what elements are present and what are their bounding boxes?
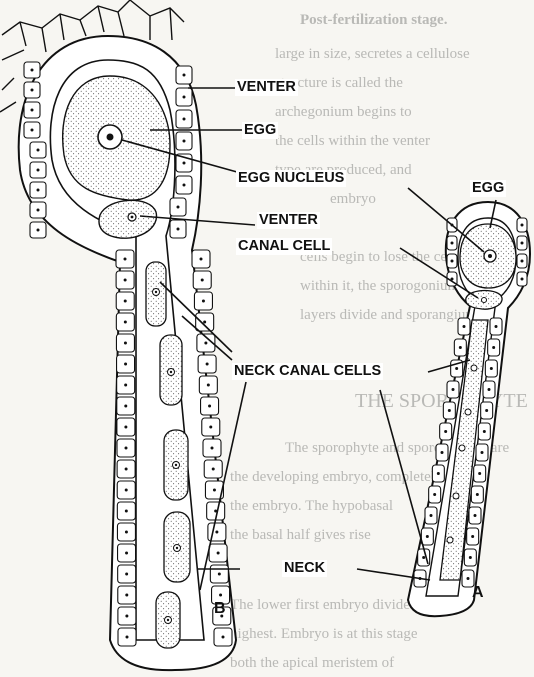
cell-nucleus [209, 426, 212, 429]
cell-nucleus [37, 229, 40, 232]
label-neck: NECK [282, 560, 327, 577]
cell-nucleus [124, 300, 127, 303]
cell-nucleus [212, 468, 215, 471]
cell-nucleus [471, 535, 474, 538]
cell-nucleus [125, 510, 128, 513]
cell-nucleus [444, 430, 447, 433]
cell-nucleus [201, 279, 204, 282]
cell-nucleus [459, 346, 462, 349]
cell-nucleus [125, 531, 128, 534]
cell-nucleus [490, 367, 493, 370]
cell-nucleus [492, 346, 495, 349]
cell-nucleus [200, 258, 203, 261]
cell-nucleus [124, 342, 127, 345]
cell-nucleus [433, 493, 436, 496]
cell-nucleus [488, 388, 491, 391]
cell-nucleus [183, 96, 186, 99]
cell-nucleus [451, 242, 454, 245]
cell-nucleus [125, 552, 128, 555]
label-venter-canal-line2: CANAL CELL [236, 238, 332, 255]
label-figure-a: A [472, 584, 484, 602]
cell-nucleus [476, 493, 479, 496]
cell-nucleus [202, 300, 205, 303]
cell-nucleus [183, 140, 186, 143]
cell-nucleus [521, 278, 524, 281]
label-egg-b: EGG [242, 122, 278, 139]
cell-nucleus [437, 472, 440, 475]
label-venter: VENTER [235, 79, 298, 96]
cell-nucleus [211, 447, 214, 450]
label-egg-nucleus: EGG NUCLEUS [236, 170, 346, 187]
cell-nucleus [204, 342, 207, 345]
cell-nucleus [177, 228, 180, 231]
cell-nucleus [183, 74, 186, 77]
cell-nucleus [521, 242, 524, 245]
cell-nucleus [219, 594, 222, 597]
cell-nucleus [478, 472, 481, 475]
cell-nucleus [125, 573, 128, 576]
cell-nucleus [217, 552, 220, 555]
label-egg-a: EGG [470, 180, 506, 197]
cell-nucleus [37, 209, 40, 212]
cell-nucleus [463, 325, 466, 328]
cell-nucleus [125, 489, 128, 492]
cell-nucleus [451, 260, 454, 263]
cell-nucleus [31, 69, 34, 72]
cell-nucleus [213, 489, 216, 492]
label-venter-canal-line1: VENTER [257, 212, 320, 229]
cell-nucleus [125, 468, 128, 471]
cell-nucleus [485, 409, 488, 412]
cell-nucleus [455, 367, 458, 370]
cell-nucleus [124, 363, 127, 366]
cell-nucleus [124, 321, 127, 324]
cell-nucleus [521, 224, 524, 227]
cell-nucleus [426, 535, 429, 538]
cell-nucleus [125, 594, 128, 597]
cell-nucleus [474, 514, 477, 517]
cell-nucleus [203, 321, 206, 324]
cell-nucleus [218, 573, 221, 576]
cell-nucleus [37, 169, 40, 172]
cell-nucleus [495, 325, 498, 328]
cell-nucleus [31, 129, 34, 132]
cell-nucleus [124, 258, 127, 261]
cell-nucleus [37, 189, 40, 192]
cell-nucleus [469, 556, 472, 559]
cell-nucleus [124, 279, 127, 282]
cell-nucleus [183, 162, 186, 165]
cell-nucleus [208, 405, 211, 408]
cell-nucleus [125, 447, 128, 450]
label-figure-b: B [214, 600, 226, 618]
cell-nucleus [31, 109, 34, 112]
cell-nucleus [483, 430, 486, 433]
cell-nucleus [521, 260, 524, 263]
cell-nucleus [183, 184, 186, 187]
cell-nucleus [124, 405, 127, 408]
cell-nucleus [430, 514, 433, 517]
cell-nucleus [206, 363, 209, 366]
cell-nucleus [215, 531, 218, 534]
cell-nucleus [37, 149, 40, 152]
cell-nucleus [31, 89, 34, 92]
cell-nucleus [467, 577, 470, 580]
cell-nucleus [481, 451, 484, 454]
cell-nucleus [422, 556, 425, 559]
cell-nucleus [124, 384, 127, 387]
cell-nucleus [124, 426, 127, 429]
cell-nucleus [441, 451, 444, 454]
cell-nucleus [126, 636, 129, 639]
cell-nucleus [452, 388, 455, 391]
cell-nucleus [177, 206, 180, 209]
label-neck-canal-cells: NECK CANAL CELLS [232, 363, 383, 380]
cell-nucleus [222, 636, 225, 639]
cell-nucleus [183, 118, 186, 121]
cell-nucleus [207, 384, 210, 387]
cell-nucleus [125, 615, 128, 618]
cell-nucleus [448, 409, 451, 412]
